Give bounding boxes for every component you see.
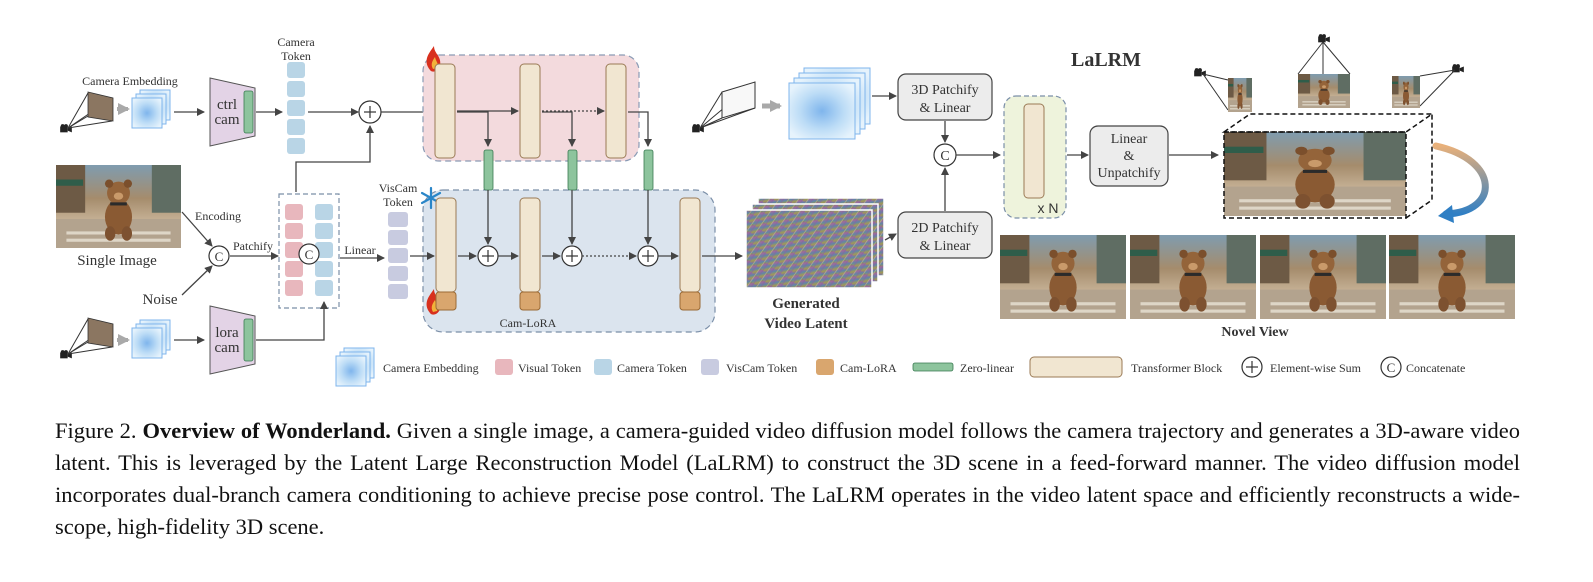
wonderland-overview-diagram: Camera Embedding ctrl cam Camera Token: [56, 34, 1515, 387]
concat-symbol-input: C: [215, 249, 224, 264]
novel-view-2: [1130, 235, 1256, 319]
legend-transformer-block: Transformer Block: [1029, 356, 1222, 378]
legend-viscam-token-label: VisCam Token: [726, 361, 797, 375]
figure-caption: Figure 2. Overview of Wonderland. Given …: [55, 415, 1520, 543]
ctrl-cam-label-line1: ctrl: [217, 97, 237, 113]
ctrl-cam-encoder: ctrl cam: [209, 77, 256, 147]
caption-prefix: Figure 2.: [55, 418, 137, 443]
cam-lora-label: Cam-LoRA: [500, 316, 557, 330]
linear-unpatchify-line1: Linear: [1111, 132, 1148, 147]
legend-element-wise-sum-label: Element-wise Sum: [1270, 361, 1362, 375]
patchify-3d-box: 3D Patchify & Linear: [897, 73, 993, 121]
lora-cam-label-line1: lora: [215, 325, 239, 341]
noise-label: Noise: [143, 292, 178, 308]
scene-camera-right: [1392, 64, 1464, 108]
legend-cam-lora: Cam-LoRA: [816, 359, 897, 375]
legend: Camera Embedding Visual Token Camera Tok…: [335, 347, 1465, 387]
lora-cam-encoder: lora cam: [209, 305, 256, 375]
transformer-blocks-ctrl: [434, 63, 627, 159]
legend-concatenate-symbol: C: [1387, 360, 1396, 375]
concat-symbol-lalrm: C: [940, 149, 949, 164]
legend-zero-linear-label: Zero-linear: [960, 361, 1014, 375]
legend-concatenate-label: Concatenate: [1406, 361, 1465, 375]
viscam-token-column: [388, 212, 408, 299]
zero-linear-blocks: [483, 149, 654, 191]
legend-camera-embedding-label: Camera Embedding: [383, 361, 479, 375]
legend-zero-linear: Zero-linear: [912, 361, 1014, 375]
camera-embedding-stack-bottom: [131, 319, 171, 359]
generated-video-latent: [745, 197, 885, 289]
single-image-label: Single Image: [77, 253, 157, 269]
lalrm-title: LaLRM: [1071, 49, 1141, 71]
lalrm-transformer-stack: x N: [1003, 95, 1067, 219]
camera-token-column-bottom: [315, 204, 333, 296]
scene-camera-center: [1297, 34, 1351, 108]
viscam-token-label-line1: VisCam: [379, 181, 418, 195]
linear-unpatchify-box: Linear & Unpatchify: [1089, 125, 1169, 187]
concat-node-input: C: [208, 245, 230, 267]
viscam-token-label-line2: Token: [383, 195, 413, 209]
caption-body: Given a single image, a camera-guided vi…: [55, 418, 1520, 539]
patchify-label: Patchify: [233, 239, 273, 253]
lalrm-camera-frustum: [692, 81, 782, 133]
patchify-2d-line2: & Linear: [920, 239, 971, 254]
legend-camera-token: Camera Token: [594, 359, 687, 375]
legend-concatenate: C Concatenate: [1380, 356, 1465, 378]
camera-embedding-stack-top: [131, 89, 171, 129]
linear-unpatchify-line2: &: [1124, 149, 1135, 164]
scene-camera-left: [1194, 68, 1252, 112]
camera-embedding-stack-lalrm: [788, 67, 871, 140]
legend-viscam-token: VisCam Token: [701, 359, 797, 375]
patchify-2d-box: 2D Patchify & Linear: [897, 211, 993, 259]
legend-visual-token: Visual Token: [495, 359, 581, 375]
element-wise-sum-top: [358, 100, 382, 124]
legend-cam-lora-label: Cam-LoRA: [840, 361, 897, 375]
concat-symbol-tokens: C: [305, 247, 314, 262]
transformer-blocks-visual: [435, 197, 701, 311]
patchify-2d-line1: 2D Patchify: [911, 221, 978, 236]
linear-label: Linear: [344, 243, 375, 257]
legend-camera-embedding: Camera Embedding: [335, 347, 479, 387]
linear-unpatchify-line3: Unpatchify: [1098, 166, 1161, 181]
bottom-camera-frustum: [60, 317, 130, 359]
encoding-label: Encoding: [195, 209, 241, 223]
novel-view-4: [1389, 235, 1515, 319]
legend-camera-token-label: Camera Token: [617, 361, 687, 375]
single-image: [56, 165, 181, 248]
ctrl-cam-label-line2: cam: [215, 112, 240, 128]
legend-element-wise-sum: Element-wise Sum: [1241, 356, 1362, 378]
novel-view-3: [1260, 235, 1386, 319]
camera-token-label-line1: Camera: [277, 35, 315, 49]
top-camera-frustum: [60, 91, 130, 133]
generated-video-latent-line1: Generated: [772, 296, 840, 312]
novel-view-label: Novel View: [1221, 325, 1289, 340]
novel-view-strip: [1000, 235, 1515, 319]
reconstructed-3d-scene: [1221, 113, 1489, 223]
camera-token-label-line2: Token: [281, 49, 311, 63]
visual-token-column: [285, 204, 303, 296]
repeat-n-label: x N: [1038, 200, 1059, 216]
concat-node-lalrm: C: [933, 143, 957, 167]
patchify-3d-line1: 3D Patchify: [911, 83, 978, 98]
novel-view-1: [1000, 235, 1126, 319]
concat-node-tokens: C: [298, 243, 320, 265]
element-wise-sum-nodes: [477, 245, 659, 267]
lora-cam-label-line2: cam: [215, 340, 240, 356]
camera-embedding-label: Camera Embedding: [82, 74, 178, 88]
camera-token-column-top: [287, 62, 305, 154]
caption-title: Overview of Wonderland.: [142, 418, 391, 443]
patchify-3d-line2: & Linear: [920, 101, 971, 116]
generated-video-latent-line2: Video Latent: [764, 316, 847, 332]
legend-transformer-block-label: Transformer Block: [1131, 361, 1222, 375]
legend-visual-token-label: Visual Token: [518, 361, 581, 375]
